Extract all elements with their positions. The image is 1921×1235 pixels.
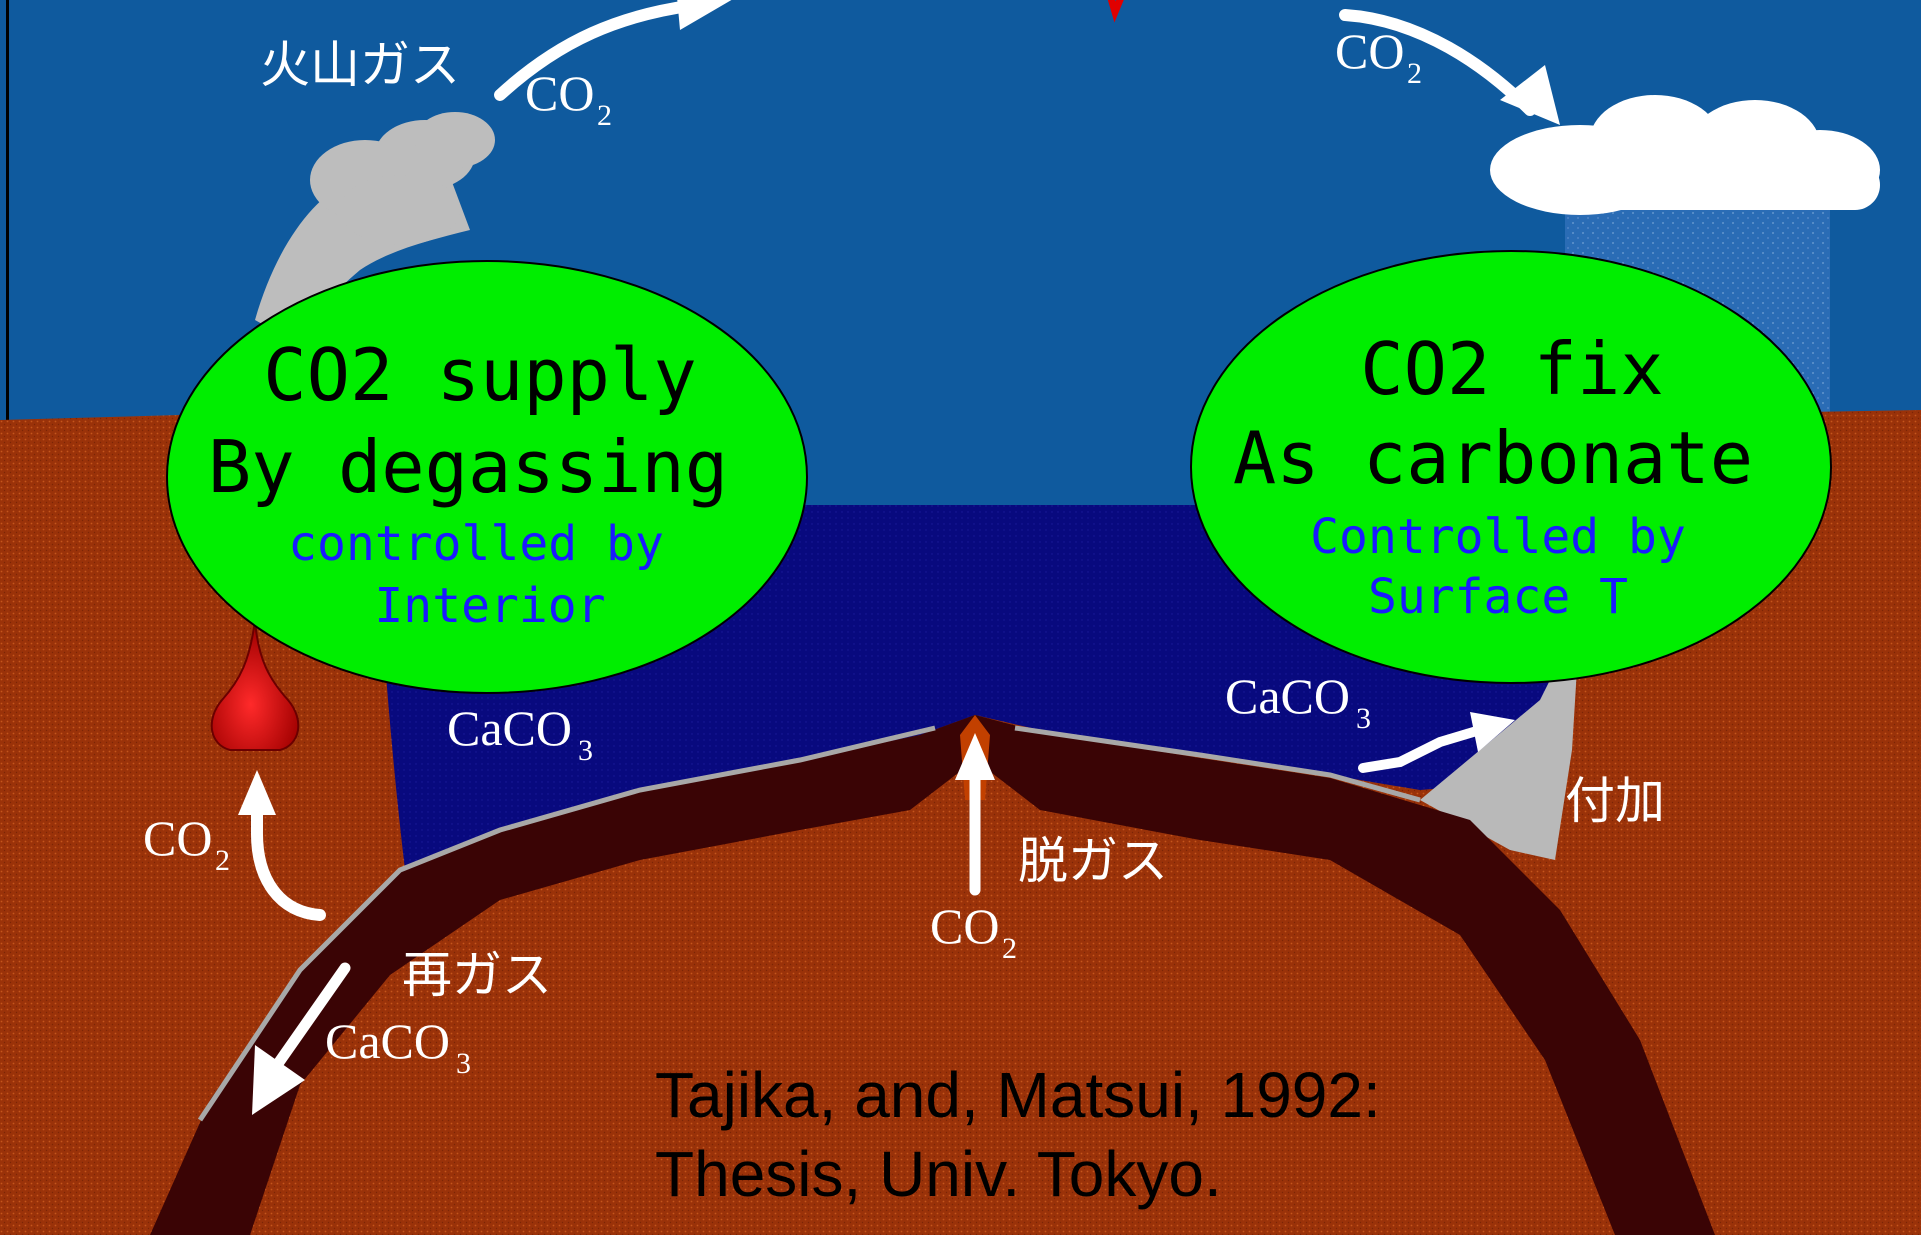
magma-co2-arrow (250, 799, 326, 921)
left-edge-line (6, 0, 9, 500)
caco3-accretion-arrow (1358, 725, 1485, 773)
svg-text:CO: CO (525, 65, 594, 121)
crust-surface-line (197, 725, 936, 1122)
svg-text:2: 2 (215, 844, 230, 877)
svg-text:CO: CO (930, 898, 999, 954)
regassing-arrow (269, 962, 351, 1074)
cloud-icon (1490, 95, 1880, 215)
left-oval-note-2: Interior (374, 578, 605, 634)
right-oval-note-2: Surface T (1368, 569, 1628, 625)
left-oval-note-1: controlled by (288, 516, 664, 572)
volcanic-smoke (255, 112, 495, 345)
svg-text:CaCO: CaCO (447, 700, 572, 756)
co2-label-cloud: CO 2 (1335, 23, 1422, 90)
right-oval-note-1: Controlled by (1310, 509, 1686, 565)
svg-text:CaCO: CaCO (1225, 668, 1350, 724)
label-regassing: 再ガス (402, 946, 552, 1004)
svg-text:2: 2 (1002, 932, 1017, 965)
svg-text:CO: CO (1335, 23, 1404, 79)
citation-line-1: Tajika, and, Matsui, 1992: (655, 1059, 1381, 1131)
crust-surface-line-right (1014, 725, 1421, 803)
arrowhead-magma (238, 770, 276, 815)
left-oval-co2-supply: CO2 supply By degassing controlled by In… (166, 260, 808, 694)
arrowhead-volcanic (677, 0, 732, 30)
co2-label-magma: CO 2 (143, 810, 230, 877)
svg-text:CO: CO (143, 810, 212, 866)
svg-text:3: 3 (456, 1047, 471, 1080)
accretionary-wedge (1420, 620, 1580, 860)
title-fragment (1107, 0, 1124, 23)
caco3-label-regassing: CaCO 3 (325, 1013, 471, 1080)
magma-drop-icon (210, 619, 300, 751)
right-oval-subtitle: As carbonate (1233, 416, 1753, 500)
arrowhead-cloud (1500, 65, 1560, 125)
citation-line-2: Thesis, Univ. Tokyo. (655, 1138, 1222, 1210)
arrowhead-accretion (1470, 712, 1515, 752)
svg-text:2: 2 (597, 99, 612, 132)
arrowhead-regassing (252, 1045, 305, 1115)
co2-label-ridge: CO 2 (930, 898, 1017, 965)
svg-text:CaCO: CaCO (325, 1013, 450, 1069)
oceanic-slab (150, 715, 1715, 1235)
svg-text:3: 3 (1356, 702, 1371, 735)
svg-text:2: 2 (1407, 57, 1422, 90)
label-accretion: 付加 (1565, 772, 1665, 830)
label-volcanic-gas: 火山ガス (260, 36, 460, 94)
svg-text:3: 3 (578, 734, 593, 767)
right-oval-co2-fix: CO2 fix As carbonate Controlled by Surfa… (1190, 250, 1832, 684)
caco3-label-left: CaCO 3 (447, 700, 593, 767)
right-oval-title: CO2 fix (1360, 327, 1663, 411)
volcanic-co2-arrow (494, 0, 701, 101)
arrowheads (238, 0, 1560, 1115)
left-oval-title: CO2 supply (263, 333, 696, 417)
left-oval-subtitle: By degassing (208, 425, 728, 509)
arrowhead-ridge (955, 733, 995, 780)
caco3-label-right: CaCO 3 (1225, 668, 1371, 735)
label-degassing: 脱ガス (1018, 832, 1168, 890)
co2-label-volcanic: CO 2 (525, 65, 612, 132)
